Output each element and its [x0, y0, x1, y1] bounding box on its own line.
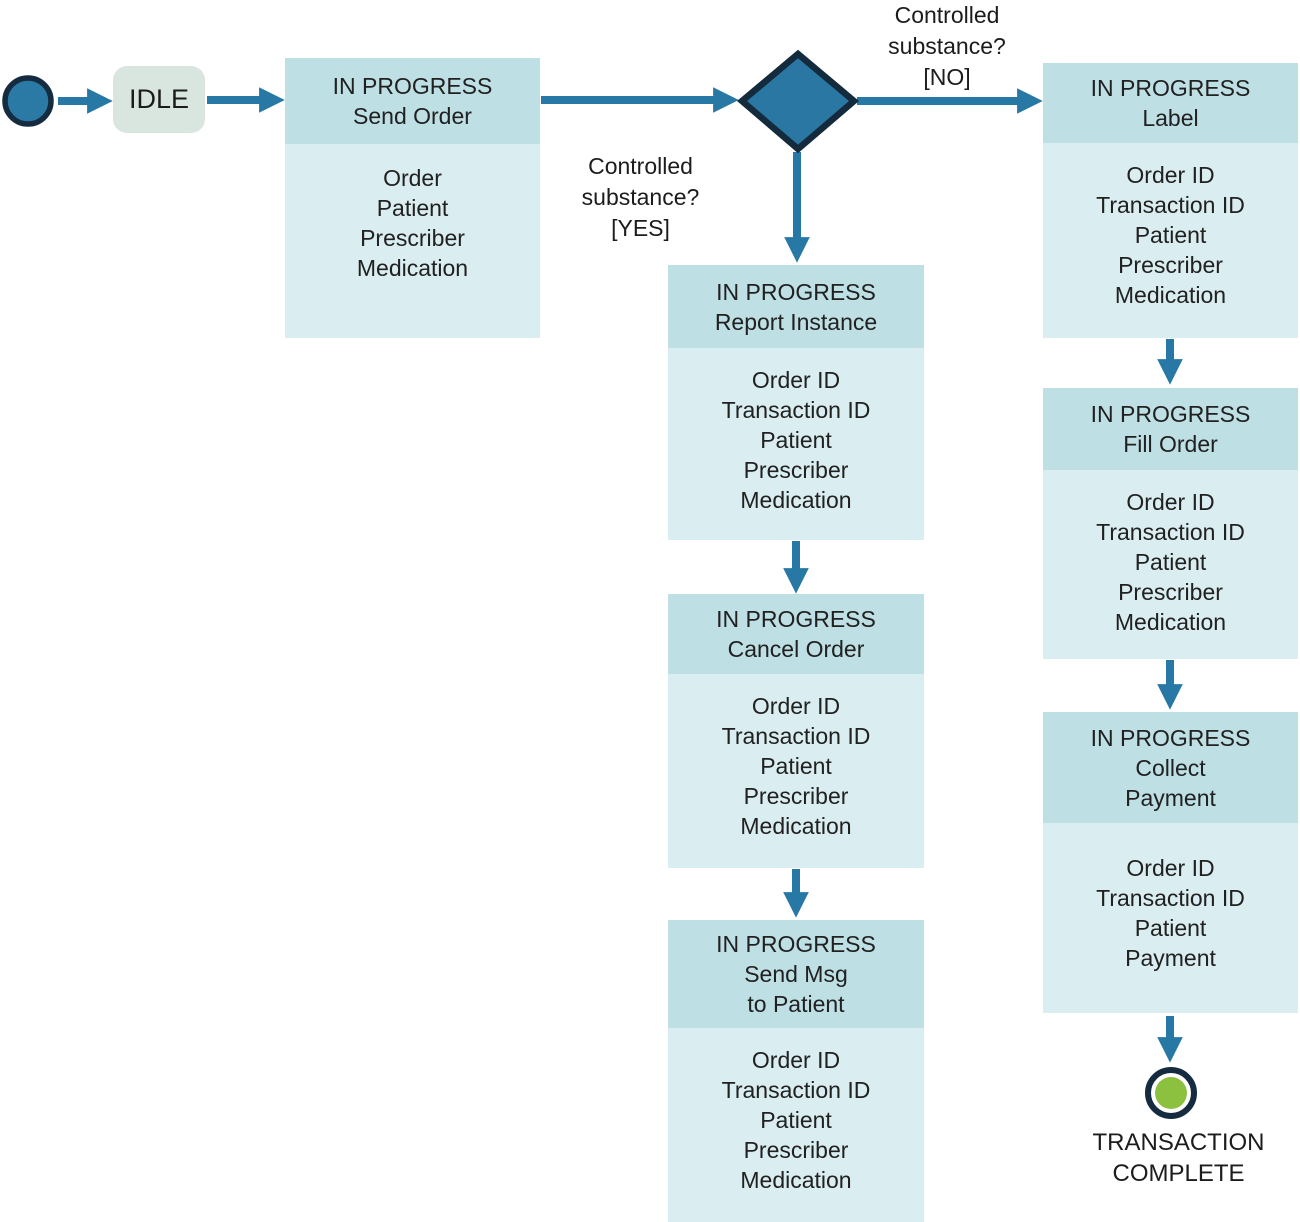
node-send-order-attributes: Order Patient Prescriber Medication	[285, 144, 540, 338]
node-send-msg-to-patient-title: IN PROGRESS Send Msg to Patient	[668, 920, 924, 1028]
end-state-label: TRANSACTION COMPLETE	[1092, 1129, 1265, 1187]
node-collect-payment: IN PROGRESS Collect Payment Order ID Tra…	[1043, 712, 1298, 1013]
node-label-title: IN PROGRESS Label	[1043, 63, 1298, 143]
node-send-msg-to-patient-attributes: Order ID Transaction ID Patient Prescrib…	[668, 1028, 924, 1222]
node-fill-order: IN PROGRESS Fill Order Order ID Transact…	[1043, 388, 1298, 659]
end-state-dot-icon	[1155, 1077, 1187, 1109]
node-send-msg-to-patient: IN PROGRESS Send Msg to Patient Order ID…	[668, 920, 924, 1222]
node-collect-payment-title: IN PROGRESS Collect Payment	[1043, 712, 1298, 823]
node-send-order: IN PROGRESS Send Order Order Patient Pre…	[285, 58, 540, 338]
decision-branch-yes-label: Controlled substance? [YES]	[581, 153, 700, 241]
node-report-instance: IN PROGRESS Report Instance Order ID Tra…	[668, 265, 924, 540]
node-cancel-order-title: IN PROGRESS Cancel Order	[668, 594, 924, 674]
node-report-instance-attributes: Order ID Transaction ID Patient Prescrib…	[668, 348, 924, 540]
node-idle-label: IDLE	[128, 84, 190, 114]
decision-branch-no-label: Controlled substance? [NO]	[888, 2, 1006, 90]
node-cancel-order-attributes: Order ID Transaction ID Patient Prescrib…	[668, 674, 924, 868]
node-report-instance-title: IN PROGRESS Report Instance	[668, 265, 924, 348]
node-fill-order-attributes: Order ID Transaction ID Patient Prescrib…	[1043, 470, 1298, 659]
node-send-order-title: IN PROGRESS Send Order	[285, 58, 540, 144]
start-state-icon	[2, 75, 54, 127]
decision-diamond-icon	[736, 49, 860, 154]
node-idle: IDLE	[113, 66, 205, 133]
node-fill-order-title: IN PROGRESS Fill Order	[1043, 388, 1298, 470]
node-collect-payment-attributes: Order ID Transaction ID Patient Payment	[1043, 823, 1298, 1013]
node-label: IN PROGRESS Label Order ID Transaction I…	[1043, 63, 1298, 338]
node-label-attributes: Order ID Transaction ID Patient Prescrib…	[1043, 143, 1298, 338]
node-cancel-order: IN PROGRESS Cancel Order Order ID Transa…	[668, 594, 924, 868]
